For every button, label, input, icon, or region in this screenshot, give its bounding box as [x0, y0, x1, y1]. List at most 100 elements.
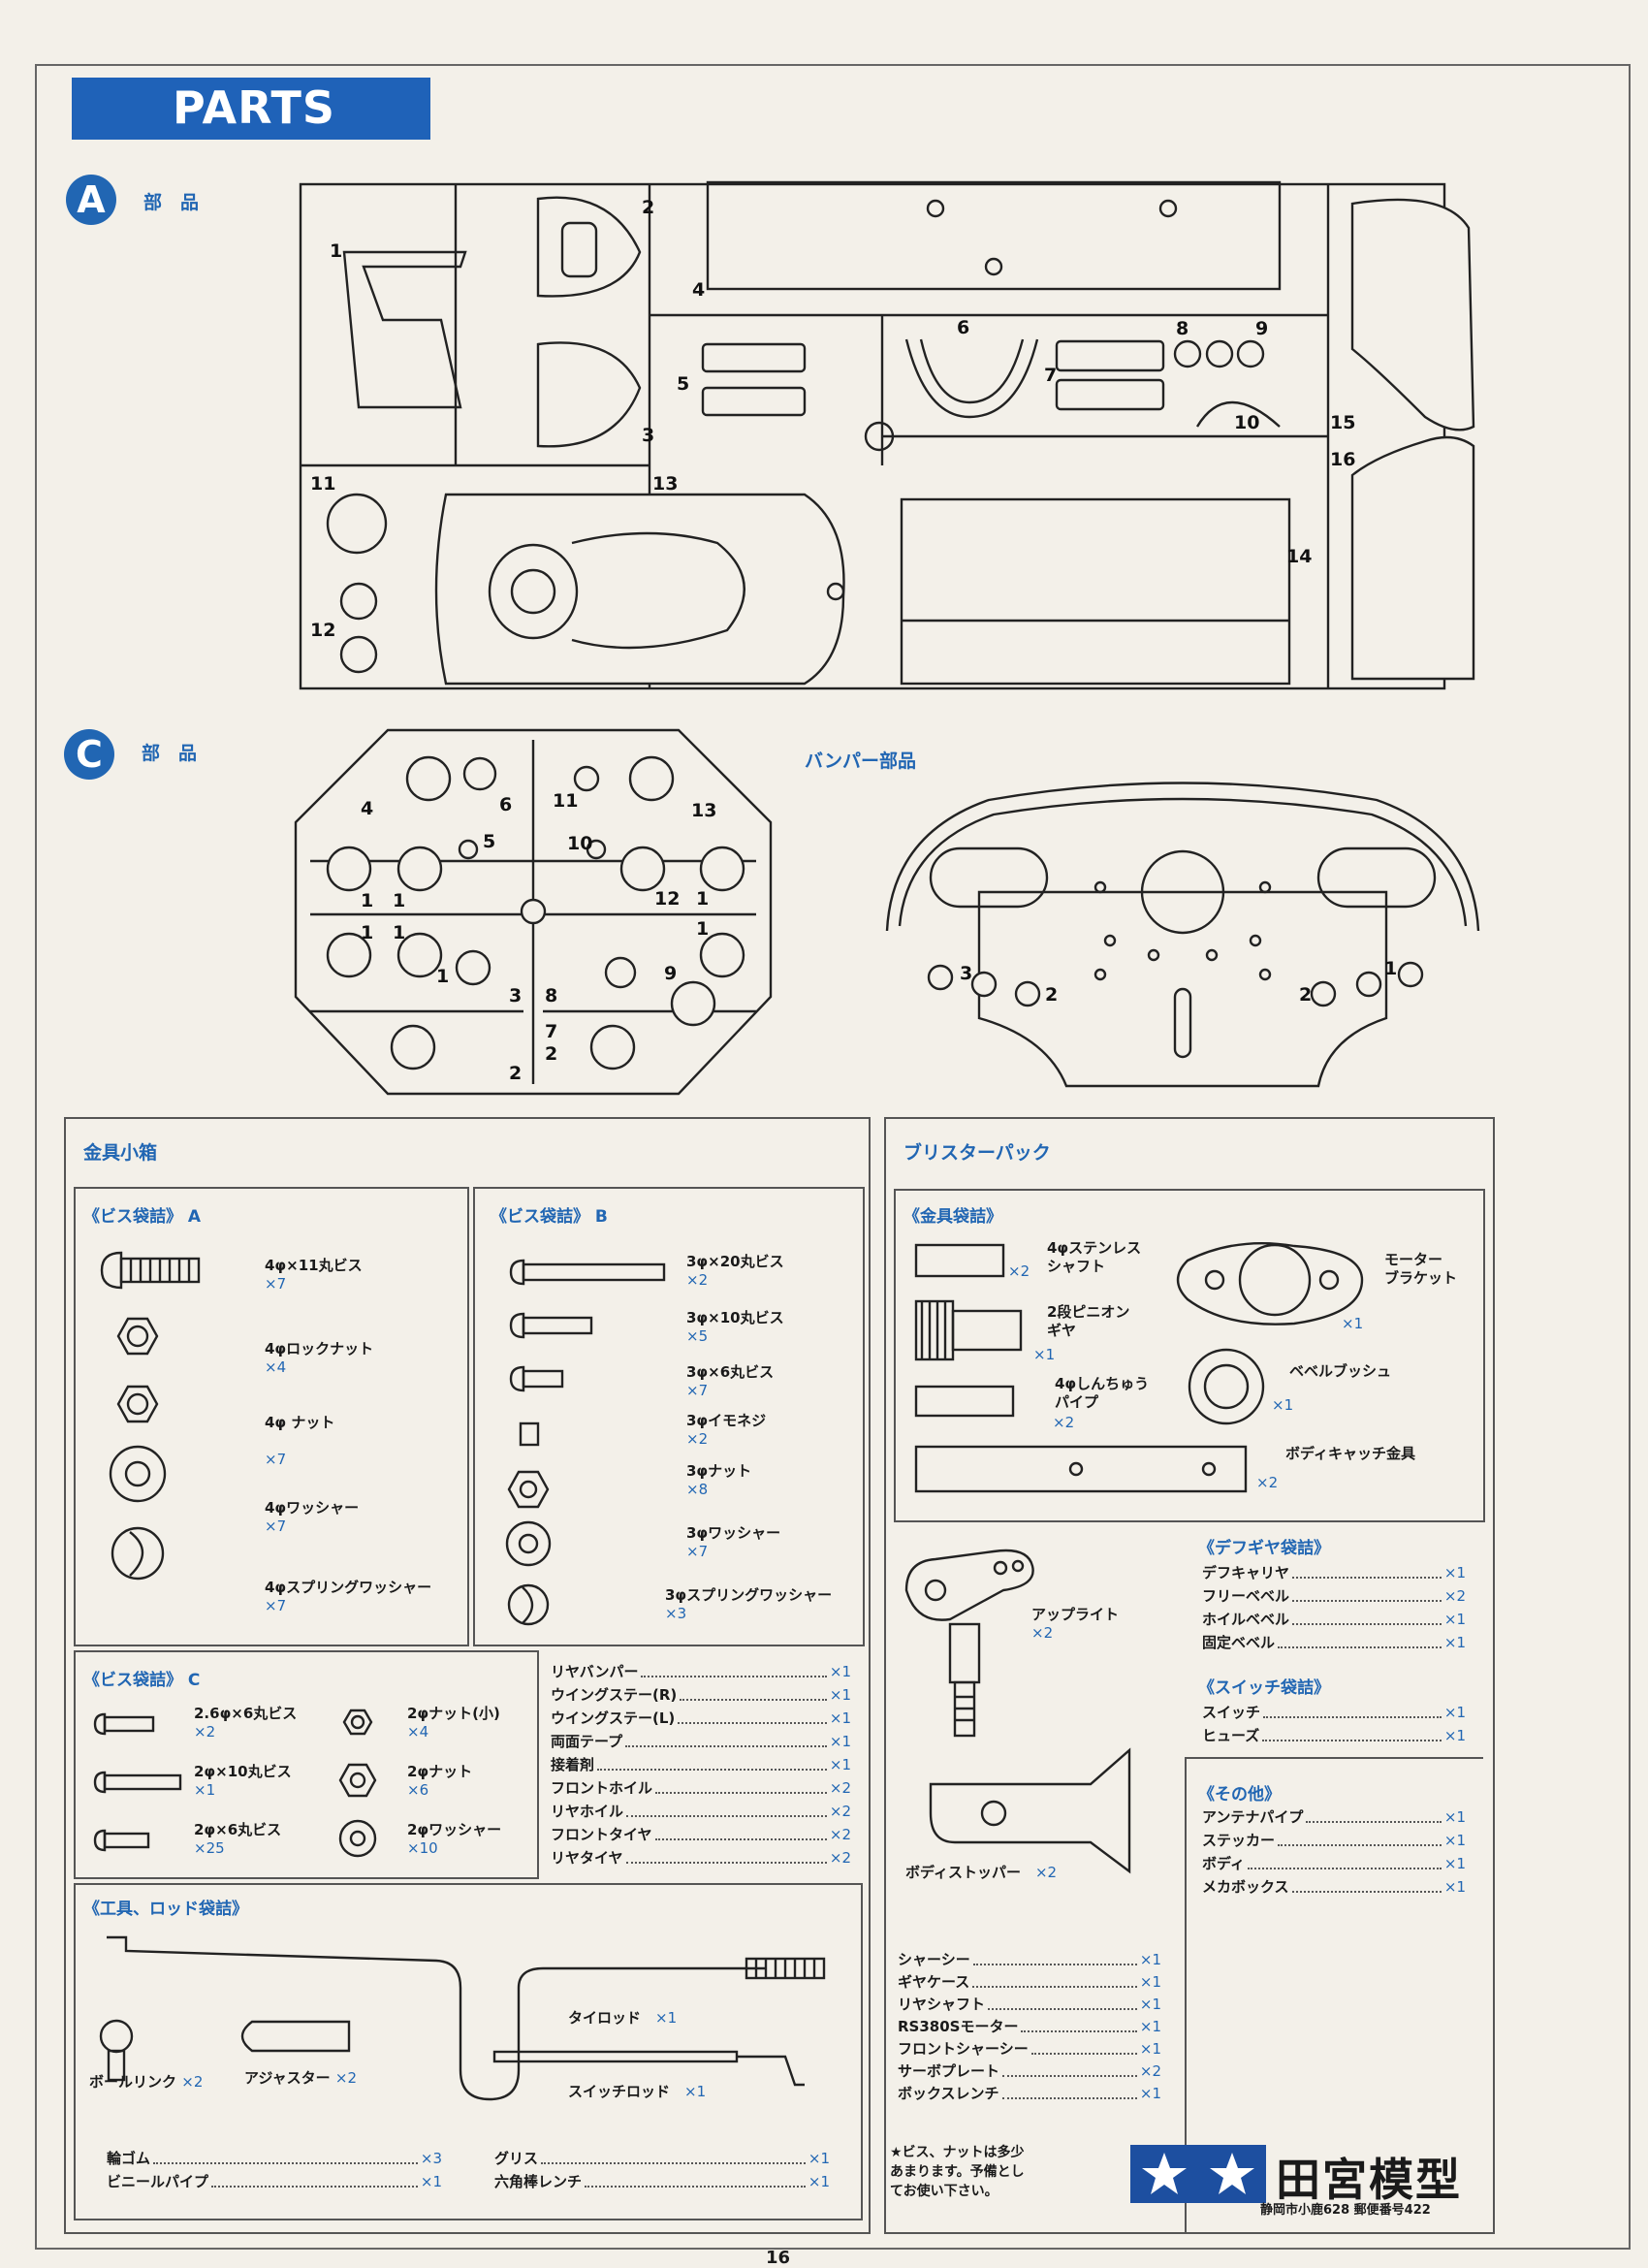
page-number: 16 — [766, 2248, 791, 2268]
bag-c-item-3: 2φ×6丸ビス×25 — [194, 1821, 282, 1857]
sprue-a-num-15: 15 — [1330, 412, 1355, 433]
sprue-a-num-10: 10 — [1234, 412, 1259, 433]
sprue-c-num-11: 11 — [553, 790, 578, 812]
other-list: アンテナパイプ×1 ステッカー×1 ボディ×1 メカボックス×1 — [1202, 1805, 1466, 1899]
bag-a-item-1: 4φ×11丸ビス×7 — [265, 1257, 363, 1293]
list-item: 固定ベベル×1 — [1202, 1631, 1466, 1654]
sprue-a-num-16: 16 — [1330, 449, 1355, 470]
bag-a-item-5: 4φスプリングワッシャー×7 — [265, 1579, 432, 1614]
page-title: PARTS — [173, 81, 335, 134]
sprue-a-diagram: 1 2 3 4 5 6 7 8 9 10 11 12 13 14 15 16 — [299, 180, 1475, 690]
sprue-a-num-4: 4 — [692, 279, 705, 301]
motor-bracket-label: モーター ブラケット — [1384, 1251, 1458, 1287]
list-item: 接着剤×1 — [551, 1753, 851, 1776]
sprue-a-num-13: 13 — [652, 473, 678, 495]
tools-list-left: 輪ゴム×3 ビニールパイプ×1 — [107, 2147, 442, 2193]
bag-a-item-2: 4φロックナット×4 — [265, 1340, 374, 1376]
tools-list-right: グリス×1 六角棒レンチ×1 — [494, 2147, 830, 2193]
bag-b-panel — [473, 1187, 865, 1646]
sprue-c-num-1e: 1 — [393, 922, 405, 943]
sprue-a-num-2: 2 — [642, 197, 654, 218]
list-item: ギヤケース×1 — [898, 1973, 1161, 1991]
bevel-bush-qty: ×1 — [1272, 1396, 1294, 1414]
bag-c-item-5: 2φナット×6 — [407, 1763, 473, 1799]
bumper-num-2b: 2 — [1299, 984, 1312, 1006]
metal-bag-panel — [894, 1189, 1485, 1522]
sprue-a-num-5: 5 — [677, 373, 689, 395]
section-c-letter: C — [76, 733, 103, 776]
sprue-c-num-9: 9 — [664, 963, 677, 984]
tamiya-star-logo — [1130, 2145, 1266, 2203]
sprue-c-num-1d: 1 — [361, 922, 373, 943]
upright-label: アップライト×2 — [1031, 1606, 1120, 1642]
body-catch-qty: ×2 — [1256, 1474, 1279, 1491]
sprue-a-num-9: 9 — [1255, 318, 1268, 339]
chassis-list: シャーシー×1 ギヤケース×1 リヤシャフト×1 RS380Sモーター×1 フロ… — [898, 1949, 1161, 2105]
shaft-label: 4φステンレス シャフト — [1047, 1239, 1142, 1275]
bag-a-parts — [100, 1251, 201, 1581]
sprue-c-num-4: 4 — [361, 798, 373, 819]
bag-a-title: 《ビス袋詰》 A — [83, 1207, 202, 1227]
shaft-qty: ×2 — [1008, 1262, 1030, 1280]
list-item: ボックスレンチ×1 — [898, 2085, 1161, 2102]
adjuster-label: アジャスター ×2 — [244, 2069, 358, 2087]
sprue-c-num-1f: 1 — [696, 918, 709, 940]
list-item: フロントタイヤ×2 — [551, 1823, 851, 1846]
bag-a-panel — [74, 1187, 469, 1646]
blister-box — [884, 1117, 1495, 2234]
sprue-c-num-1g: 1 — [436, 966, 449, 987]
hardware-title: 金具小箱 — [83, 1142, 158, 1164]
sprue-a-num-3: 3 — [642, 425, 654, 446]
list-item: ウイングステー(R)×1 — [551, 1683, 851, 1707]
brand-name: 田宮模型 — [1276, 2154, 1462, 2206]
metal-bag-title: 《金具袋詰》 — [903, 1207, 1002, 1227]
ball-link-label: ボールリンク ×2 — [89, 2073, 204, 2091]
tools-title: 《工具、ロッド袋詰》 — [83, 1900, 248, 1919]
hardware-box — [64, 1117, 871, 2234]
bag-b-parts — [505, 1259, 666, 1626]
sprue-c-num-2a: 2 — [509, 1063, 522, 1084]
sprue-a-num-14: 14 — [1286, 546, 1312, 567]
section-a-letter: A — [77, 178, 106, 221]
diff-bag-title: 《デフギヤ袋詰》 — [1198, 1539, 1330, 1558]
bag-c-item-1: 2.6φ×6丸ビス×2 — [194, 1705, 298, 1741]
bag-a-item-3: 4φ ナット×7 — [265, 1414, 335, 1468]
sprue-a-num-8: 8 — [1176, 318, 1188, 339]
sprue-c-num-8: 8 — [545, 985, 557, 1006]
section-a-badge: A — [66, 175, 116, 225]
sprue-c-num-5: 5 — [483, 831, 495, 852]
blister-title: ブリスターパック — [903, 1142, 1051, 1164]
tools-parts — [99, 1935, 826, 2101]
sprue-c-num-12: 12 — [654, 888, 680, 910]
sprue-c-num-1c: 1 — [696, 888, 709, 910]
sprue-c-num-6: 6 — [499, 794, 512, 815]
list-item: ビニールパイプ×1 — [107, 2170, 442, 2193]
list-item: シャーシー×1 — [898, 1951, 1161, 1968]
list-item: サーボプレート×2 — [898, 2062, 1161, 2080]
motor-bracket-qty: ×1 — [1342, 1315, 1364, 1332]
bag-b-item-6: 3φワッシャー×7 — [686, 1524, 781, 1560]
bag-b-title: 《ビス袋詰》 B — [491, 1207, 608, 1227]
body-catch-label: ボディキャッチ金具 — [1285, 1445, 1415, 1462]
bumper-diagram: 3 2 2 1 — [885, 782, 1480, 1088]
section-c-badge: C — [64, 729, 114, 780]
bag-c-parts — [93, 1709, 377, 1858]
sprue-c-num-13: 13 — [691, 800, 716, 821]
section-c-label: 部 品 — [142, 743, 198, 764]
sprue-a-num-6: 6 — [957, 317, 969, 338]
other-title: 《その他》 — [1198, 1785, 1281, 1805]
list-item: 両面テープ×1 — [551, 1730, 851, 1753]
bag-b-item-7: 3φスプリングワッシャー×3 — [665, 1586, 833, 1622]
list-item: フリーベベル×2 — [1202, 1584, 1466, 1608]
metal-bag-parts — [914, 1241, 1364, 1493]
pinion-label: 2段ピニオン ギヤ — [1047, 1303, 1130, 1339]
brand-address: 静岡市小鹿628 郵便番号422 — [1260, 2203, 1431, 2218]
bag-c-title: 《ビス袋詰》 C — [83, 1671, 201, 1690]
other-panel — [1185, 1757, 1483, 2232]
bevel-bush-label: ベベルブッシュ — [1289, 1362, 1392, 1380]
bag-a-item-4: 4φワッシャー×7 — [265, 1499, 360, 1535]
list-item: ヒューズ×1 — [1202, 1724, 1466, 1747]
list-item: 輪ゴム×3 — [107, 2147, 442, 2170]
list-item: ステッカー×1 — [1202, 1829, 1466, 1852]
bumper-num-3: 3 — [960, 963, 972, 984]
